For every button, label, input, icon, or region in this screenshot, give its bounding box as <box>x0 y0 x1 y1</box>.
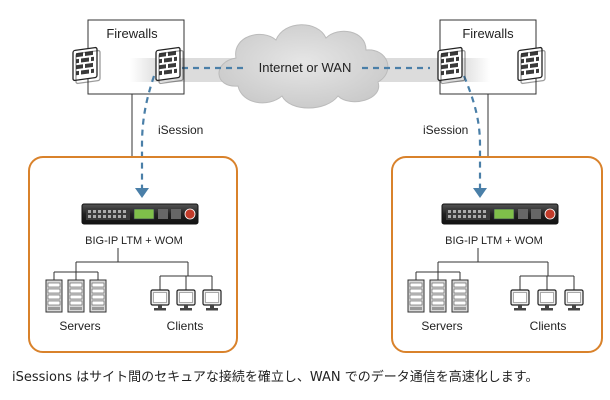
tunnel-band-right <box>370 58 490 82</box>
server-icon <box>407 279 425 313</box>
caption: iSessions はサイト間のセキュアな接続を確立し、WAN でのデータ通信を… <box>12 370 539 385</box>
server-icon <box>67 279 85 313</box>
appliance-icon <box>81 203 199 225</box>
site-box-right <box>391 156 603 353</box>
isession-label-left: iSession <box>158 123 203 137</box>
appliance-label-right: BIG-IP LTM + WOM <box>445 235 543 247</box>
cloud-label: Internet or WAN <box>259 60 352 75</box>
servers-label-right: Servers <box>421 319 462 333</box>
monitor-icon <box>150 289 170 312</box>
monitor-icon <box>537 289 557 312</box>
clients-label-right: Clients <box>530 319 567 333</box>
isession-path-right-down <box>462 75 482 192</box>
site-box-left <box>28 156 238 353</box>
firewall-icon <box>517 46 546 85</box>
appliance-label-left: BIG-IP LTM + WOM <box>85 235 183 247</box>
isession-path-left-down <box>140 75 156 192</box>
arrowhead-right <box>473 188 487 198</box>
servers-label-left: Servers <box>59 319 100 333</box>
server-icon <box>429 279 447 313</box>
monitor-icon <box>176 289 196 312</box>
monitor-icon <box>564 289 584 312</box>
appliance-icon <box>441 203 559 225</box>
monitor-icon <box>202 289 222 312</box>
server-icon <box>45 279 63 313</box>
server-icon <box>89 279 107 313</box>
lan-tree-right <box>415 248 575 290</box>
cloud-icon <box>218 24 389 109</box>
clients-label-left: Clients <box>167 319 204 333</box>
isession-label-right: iSession <box>423 123 468 137</box>
firewalls-label-right: Firewalls <box>462 26 514 41</box>
lan-tree-left <box>53 248 213 290</box>
server-icon <box>451 279 469 313</box>
monitor-icon <box>510 289 530 312</box>
firewalls-label-left: Firewalls <box>106 26 158 41</box>
arrowhead-left <box>135 188 149 198</box>
